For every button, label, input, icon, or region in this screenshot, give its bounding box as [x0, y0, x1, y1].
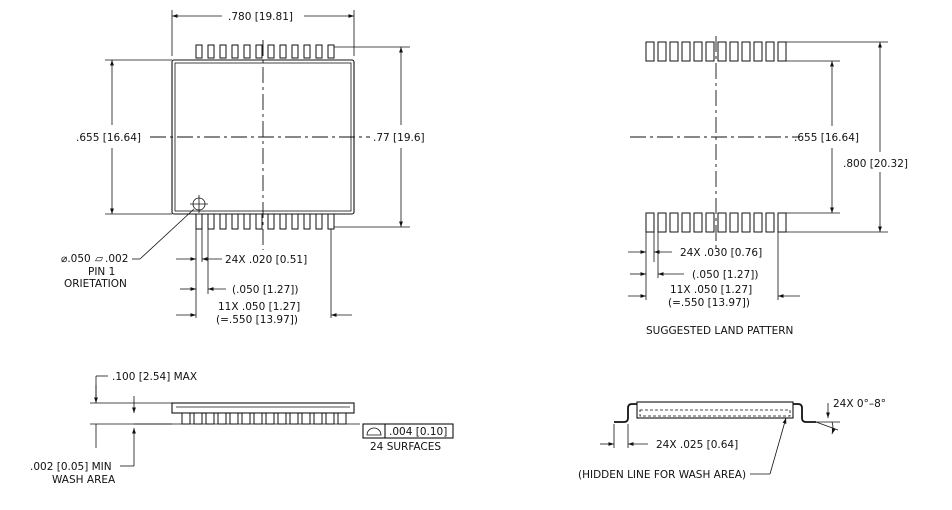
land-span-dim-line1: 11X .050 [1.27]: [670, 284, 752, 296]
side-body: [171, 402, 355, 414]
land-pattern-view: .655 [16.64] .800 [20.32] 24X .030 [0.76…: [628, 36, 908, 337]
top-pin-width-dim: 24X .020 [0.51]: [225, 254, 307, 266]
top-span-dim-line2: (=.550 [13.97]): [216, 314, 298, 326]
side-standoff-dim-line1: .002 [0.05] MIN: [30, 461, 112, 473]
pin1-label-line2: ORIETATION: [64, 278, 127, 290]
pin1-tolerance-prefix: ⌀.050: [61, 253, 91, 265]
top-width-dim: .780 [19.81]: [228, 11, 293, 23]
land-pattern-caption: SUGGESTED LAND PATTERN: [646, 325, 793, 337]
end-lead-angle-dim: 24X 0°–8°: [833, 398, 886, 410]
land-span-dim-line2: (=.550 [13.97]): [668, 297, 750, 309]
top-height-dim: .655 [16.64]: [76, 132, 141, 144]
end-hidden-line-note: (HIDDEN LINE FOR WASH AREA): [578, 469, 746, 481]
land-pads-lower: [645, 212, 787, 233]
top-pins-upper: [195, 44, 335, 59]
land-height-dim: .655 [16.64]: [794, 132, 859, 144]
pin1-label-line1: PIN 1: [88, 266, 115, 278]
end-lead-left: [614, 403, 637, 423]
pin1-tolerance-value: .002: [105, 253, 128, 265]
land-pitch-dim: (.050 [1.27]): [692, 269, 758, 281]
surface-profile-icon: [366, 427, 382, 436]
end-view: 24X 0°–8° 24X .025 [0.64] (HIDDEN LINE F…: [578, 398, 886, 481]
end-body: [636, 401, 794, 419]
side-standoff-dim-line2: WASH AREA: [52, 474, 116, 486]
side-view: .100 [2.54] MAX .002: [30, 371, 454, 486]
flatness-symbol: ⏥: [95, 253, 104, 265]
land-pads-upper: [645, 41, 787, 62]
flatness-note: 24 SURFACES: [370, 441, 441, 453]
flatness-control-frame: [362, 423, 454, 439]
side-leads: [181, 412, 347, 425]
end-lead-length-dim: 24X .025 [0.64]: [656, 439, 738, 451]
end-lead-right: [793, 403, 816, 423]
land-overall-dim: .800 [20.32]: [843, 158, 908, 170]
flatness-value: .004 [0.10]: [389, 426, 447, 438]
top-pins-lower: [195, 213, 335, 230]
land-pad-width-dim: 24X .030 [0.76]: [680, 247, 762, 259]
top-view: .780 [19.81]: [61, 10, 425, 326]
top-span-dim-line1: 11X .050 [1.27]: [218, 301, 300, 313]
top-pitch-dim: (.050 [1.27]): [232, 284, 298, 296]
side-max-height-dim: .100 [2.54] MAX: [112, 371, 197, 383]
top-overall-height-dim: .77 [19.6]: [373, 132, 425, 144]
